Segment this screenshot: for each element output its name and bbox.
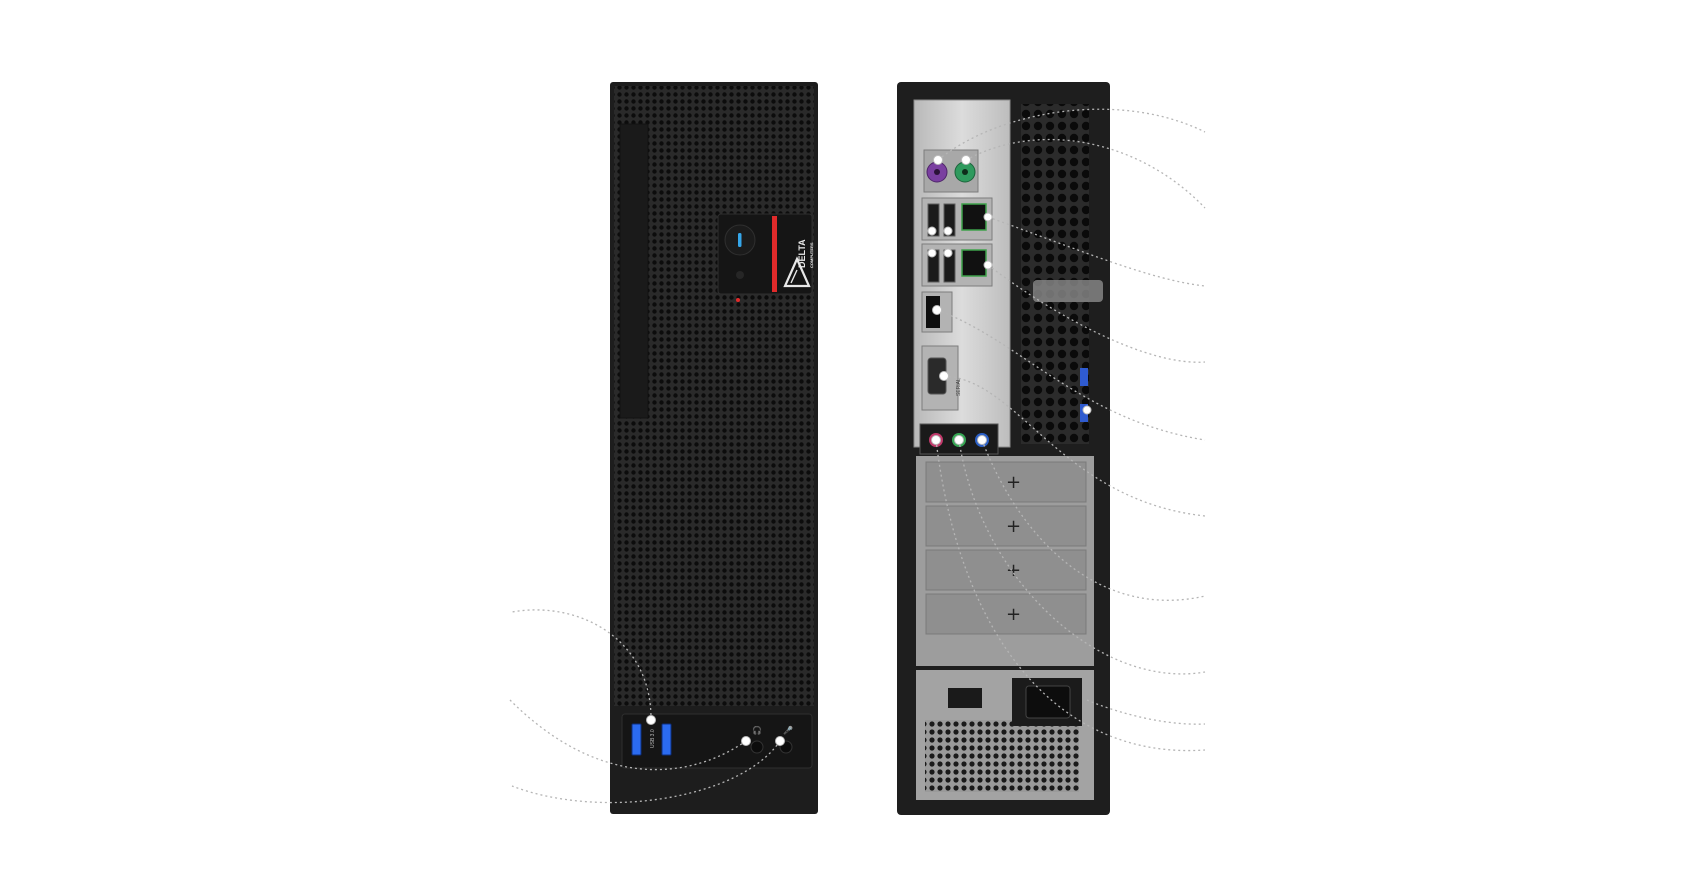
lan-port-1[interactable]: [961, 203, 987, 231]
rear-usb-port-1[interactable]: [927, 203, 940, 237]
usb-label: USB 3.0: [650, 729, 656, 748]
slot-screw-icon-3: +: [1006, 560, 1021, 581]
callout-usb-1: [987, 216, 1206, 287]
slot-cover-1: [925, 461, 1087, 503]
marker-ps2-mouse: [933, 155, 943, 165]
slot-cover-2: [925, 505, 1087, 547]
callout-front-usb: [511, 609, 652, 721]
psu: [916, 670, 1094, 800]
marker-lan-2: [983, 260, 993, 270]
delta-logo-icon: [783, 256, 811, 288]
front-io-panel: USB 3.0 🎧 🎤: [621, 713, 813, 769]
callout-audio-mic: [981, 439, 1206, 601]
front-panel: DELTA COMPUTERS USB 3.0 🎧 🎤: [610, 82, 818, 814]
power-led-icon: [738, 233, 742, 247]
slot-cover-4: [925, 593, 1087, 635]
slot-cover-3: [925, 549, 1087, 591]
marker-audio-out: [954, 435, 964, 445]
rear-usb-port-2[interactable]: [943, 203, 956, 237]
slot-screw-icon-2: +: [1006, 516, 1021, 537]
reset-button[interactable]: [736, 271, 744, 279]
callout-lines: [509, 108, 1206, 804]
callout-serial: [943, 375, 1206, 517]
callout-markers: [646, 155, 1092, 746]
callout-front-headphone: [509, 699, 747, 771]
optical-drive-bay: [619, 123, 649, 419]
callout-ps2-mouse: [937, 108, 1206, 161]
brand-name: DELTA: [797, 239, 807, 268]
marker-usb-1a: [927, 226, 937, 236]
rear-panel: SERIAL + + + +: [897, 82, 1110, 815]
marker-usb-1b: [943, 226, 953, 236]
marker-front-mic: [775, 736, 785, 746]
slot-screw-icon-1: +: [1006, 472, 1021, 493]
marker-audio-mic: [977, 435, 987, 445]
mic-icon: 🎤: [783, 725, 793, 735]
ps2-ports: [923, 149, 979, 193]
rear-vent-mesh: [1021, 104, 1089, 444]
expansion-slots: + + + +: [916, 456, 1094, 666]
marker-display: [932, 305, 942, 315]
brand-module: DELTA COMPUTERS: [717, 213, 814, 302]
marker-serial: [939, 371, 949, 381]
brand-subtitle: COMPUTERS: [809, 242, 814, 268]
callout-usb-2: [987, 264, 1206, 363]
marker-lan-1: [983, 212, 993, 222]
marker-ps2-keyboard: [961, 155, 971, 165]
marker-front-headphone: [741, 736, 751, 746]
slot-screw-icon-4: +: [1006, 604, 1021, 625]
front-headphone-jack[interactable]: [750, 740, 764, 754]
headphone-icon: 🎧: [752, 725, 762, 735]
hdd-led-icon: [736, 298, 740, 302]
front-usb-port-2[interactable]: [661, 723, 672, 756]
serial-label: SERIAL: [956, 378, 962, 396]
chassis-clip-1: [1080, 368, 1088, 386]
marker-audio-in: [931, 435, 941, 445]
psu-switch[interactable]: [948, 688, 982, 708]
marker-usb-2a: [927, 248, 937, 258]
accent-stripe: [772, 216, 777, 292]
marker-usb-2b: [943, 248, 953, 258]
callout-psu: [1086, 699, 1206, 725]
front-usb-port-1[interactable]: [631, 723, 642, 756]
marker-front-usb: [646, 715, 656, 725]
callout-ps2-keyboard: [965, 138, 1206, 209]
marker-vga-clip: [1082, 405, 1092, 415]
callout-audio-out: [958, 439, 1206, 675]
cable-hook: [1033, 280, 1103, 302]
psu-fan-grill: [925, 720, 1079, 792]
lan-port-2[interactable]: [961, 249, 987, 277]
